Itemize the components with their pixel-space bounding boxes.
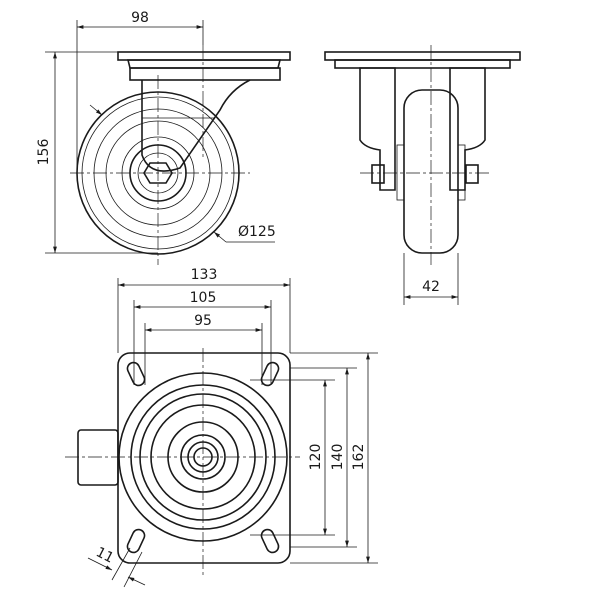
top-view: 133 105 95 120 140 162 11: [65, 267, 378, 588]
front-view: 42: [324, 45, 521, 305]
dim-133: 133: [191, 267, 218, 283]
side-view: 98 156 Ø125: [36, 10, 291, 265]
dim-11: 11: [93, 544, 116, 566]
dim-42: 42: [422, 279, 440, 295]
dim-156: 156: [36, 139, 52, 166]
dim-98: 98: [131, 10, 149, 26]
dim-diameter-125: Ø125: [238, 224, 276, 240]
dim-140: 140: [330, 444, 346, 471]
dim-95: 95: [194, 313, 212, 329]
dim-105: 105: [190, 290, 217, 306]
dim-162: 162: [351, 444, 367, 471]
dim-120: 120: [308, 444, 324, 471]
